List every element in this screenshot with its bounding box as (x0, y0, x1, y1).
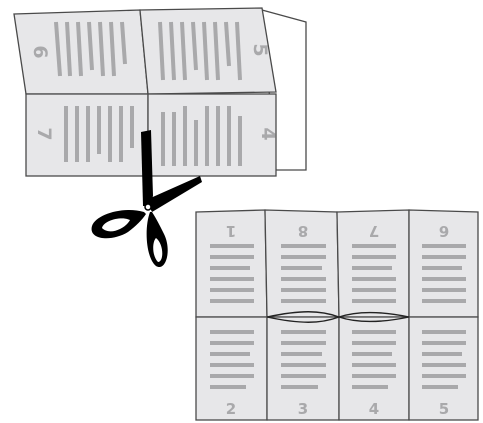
sheet-number-6: 6 (439, 222, 449, 240)
sheet-number-5: 5 (439, 400, 449, 418)
sheet-number-7: 7 (369, 222, 379, 240)
scissors-pivot (145, 204, 151, 210)
scissors-upper-blade (141, 130, 153, 206)
sheet-number-4: 4 (369, 400, 379, 418)
lower-left-text-lines (66, 106, 132, 162)
scissors-right-handle (147, 212, 168, 267)
scissors-lower-blade (146, 176, 202, 212)
folded-page-number-7: 7 (33, 127, 55, 140)
folded-page-number-6: 6 (29, 45, 51, 58)
sheet-number-2: 2 (226, 400, 236, 418)
folded-page-number-5: 5 (249, 43, 271, 56)
lower-right-panel (148, 94, 276, 176)
folded-page-number-4: 4 (257, 127, 279, 140)
scissors-left-handle (92, 210, 146, 238)
sheet-number-1: 1 (226, 222, 236, 240)
unfolded-sheet: 1 8 7 6 2 3 4 5 (196, 210, 478, 420)
folded-booklet: 6 5 7 4 (14, 8, 306, 176)
sheet-number-3: 3 (298, 400, 308, 418)
sheet-number-8: 8 (298, 222, 308, 240)
